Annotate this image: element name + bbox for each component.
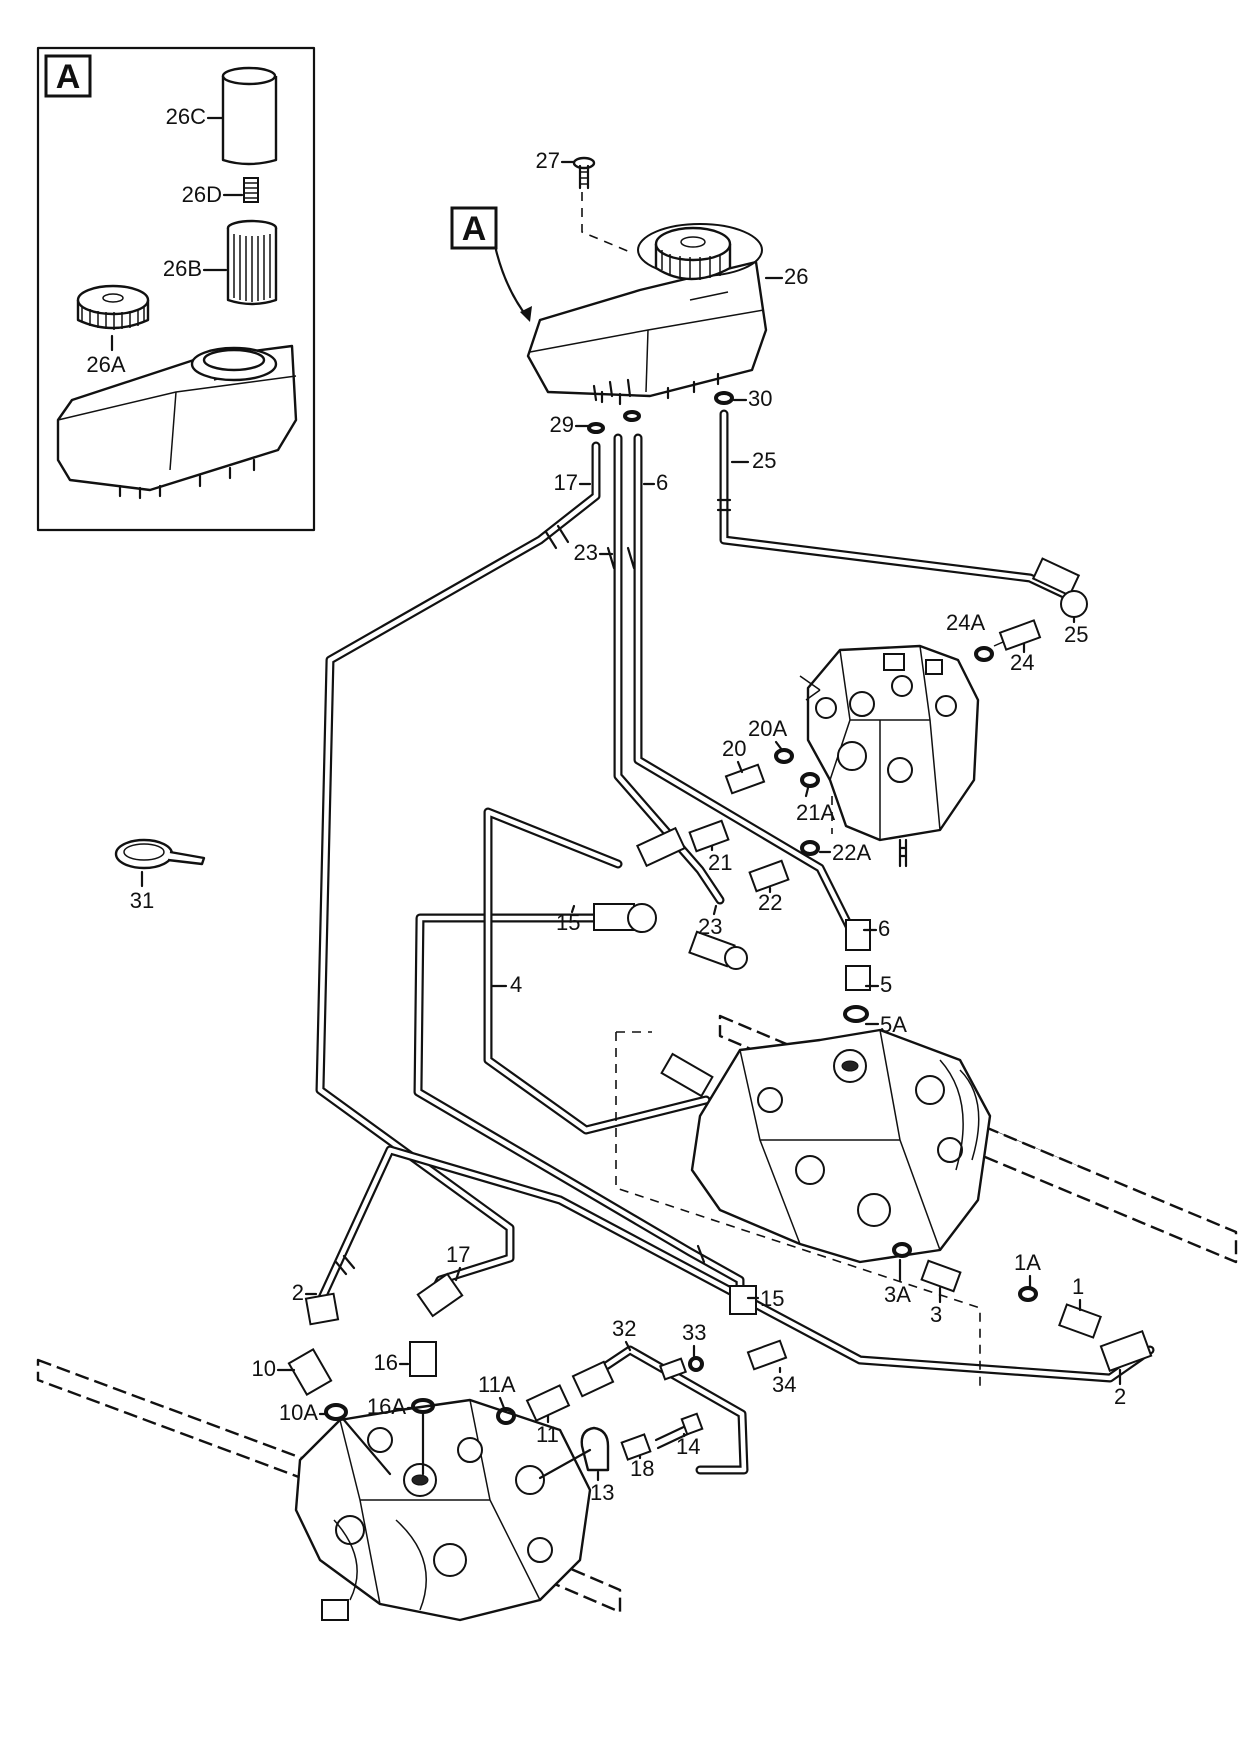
- callouts: 25 17 6 23 24A 24 25 20A 20 21A 21 22A 2…: [130, 448, 1126, 1505]
- callout-26: 26: [784, 264, 808, 289]
- callout-23-top: 23: [574, 540, 598, 565]
- fittings: [304, 557, 1153, 1398]
- callout-26c: 26C: [166, 104, 206, 129]
- callout-1a: 1A: [1014, 1250, 1041, 1275]
- callout-34: 34: [772, 1372, 796, 1397]
- callout-26b: 26B: [163, 256, 202, 281]
- callout-11a: 11A: [478, 1372, 516, 1397]
- callout-29: 29: [550, 412, 574, 437]
- callout-4: 4: [510, 972, 522, 997]
- reservoir-icon: [526, 223, 768, 406]
- filter-canister-icon: [221, 66, 278, 166]
- detail-arrow: [494, 248, 530, 320]
- callout-25-top: 25: [752, 448, 776, 473]
- callout-21: 21: [708, 850, 732, 875]
- callout-27: 27: [536, 148, 560, 173]
- callout-17: 17: [446, 1242, 470, 1267]
- cable-tie-icon: [114, 838, 206, 870]
- callout-20a: 20A: [748, 716, 787, 741]
- bracket-outline: [615, 1031, 981, 1390]
- callout-2: 2: [1114, 1384, 1126, 1409]
- screw-icon: [572, 156, 596, 190]
- callout-3a: 3A: [884, 1282, 911, 1307]
- callout-3: 3: [930, 1302, 942, 1327]
- callout-23: 23: [698, 914, 722, 939]
- callout-2-left: 2: [292, 1280, 304, 1305]
- callout-21a: 21A: [796, 800, 835, 825]
- detail-flag-box-main: [450, 206, 498, 250]
- detail-flag-text: A: [56, 58, 81, 96]
- callout-16: 16: [374, 1350, 398, 1375]
- main-reservoir: A 26: [450, 156, 808, 406]
- callout-14: 14: [676, 1434, 700, 1459]
- callout-22: 22: [758, 890, 782, 915]
- callout-5: 5: [880, 972, 892, 997]
- callout-33: 33: [682, 1320, 706, 1345]
- callout-32: 32: [612, 1316, 636, 1341]
- detail-inset-a: A: [36, 46, 316, 532]
- callout-15: 15: [760, 1286, 784, 1311]
- cap-icon: [76, 284, 150, 330]
- callout-11: 11: [536, 1422, 559, 1447]
- hose-lines: [315, 409, 1155, 1475]
- callout-22a: 22A: [832, 840, 871, 865]
- hydraulic-valve-icon: [799, 644, 980, 868]
- callout-26d: 26D: [182, 182, 222, 207]
- callout-18: 18: [630, 1456, 654, 1481]
- callout-10: 10: [252, 1356, 276, 1381]
- transaxle-icon: [690, 1014, 1238, 1264]
- callout-20: 20: [722, 736, 746, 761]
- callout-16a: 16A: [367, 1394, 406, 1419]
- transaxle-icon: [36, 1358, 622, 1622]
- callout-6-top: 6: [656, 470, 668, 495]
- callout-6: 6: [878, 916, 890, 941]
- callout-25: 25: [1064, 622, 1088, 647]
- detail-flag-text-main: A: [462, 210, 487, 248]
- callout-15-mid: 15: [556, 910, 580, 935]
- callout-1: 1: [1072, 1274, 1084, 1299]
- callout-30: 30: [748, 386, 772, 411]
- callout-17-top: 17: [554, 470, 578, 495]
- callout-13: 13: [590, 1480, 614, 1505]
- detail-flag-box: [44, 54, 92, 98]
- callout-10a: 10A: [279, 1400, 318, 1425]
- small-parts: [287, 619, 1102, 1480]
- callout-5a: 5A: [880, 1012, 907, 1037]
- callout-24a: 24A: [946, 610, 985, 635]
- reservoir-icon: [56, 344, 298, 500]
- callout-31: 31: [130, 888, 154, 913]
- callout-24: 24: [1010, 650, 1034, 675]
- callout-26a: 26A: [86, 352, 125, 377]
- spring-icon: [243, 177, 259, 203]
- filter-icon: [226, 219, 278, 306]
